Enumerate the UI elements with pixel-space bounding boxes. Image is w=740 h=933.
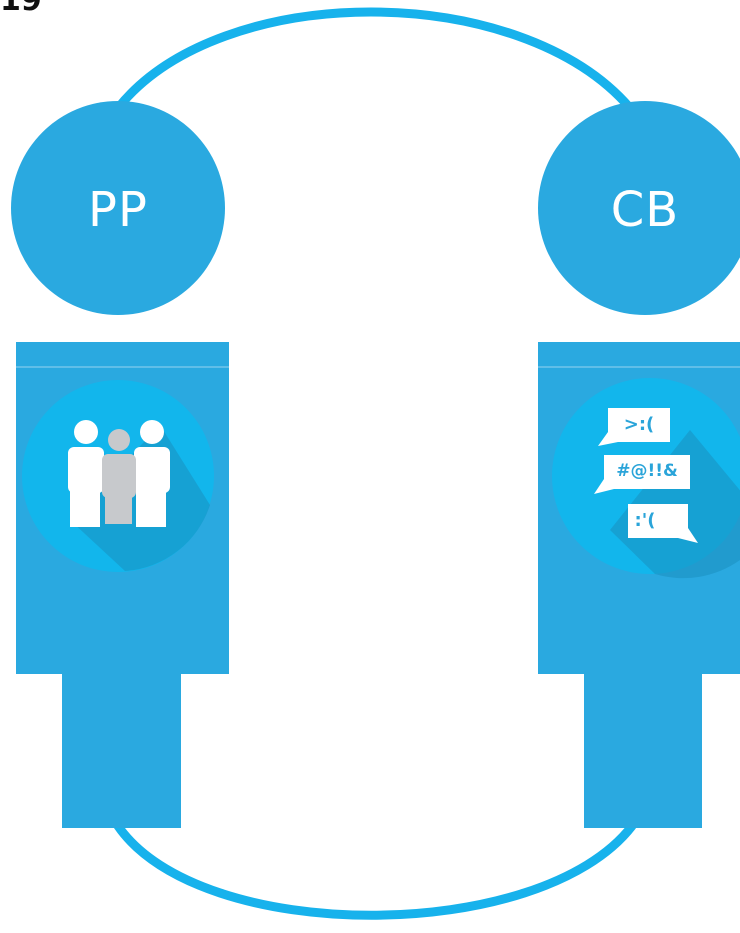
chat-bubble-3-text: :'( [634, 510, 656, 531]
chat-bubble-1-text: >:( [623, 414, 655, 435]
bottom-connector-arc [113, 821, 637, 920]
chat-bubble-2-text: #@!!& [616, 461, 678, 481]
right-head [538, 101, 740, 315]
chat-bubble-1 [608, 408, 670, 442]
people-group-icon [68, 420, 170, 527]
left-legs [62, 670, 181, 828]
chat-bubble-2 [604, 455, 690, 489]
left-figure-label: PP [88, 182, 148, 238]
right-legs [584, 670, 702, 828]
angry-chat-bubbles-icon [594, 408, 698, 543]
chat-bubble-3 [628, 504, 688, 538]
left-head [11, 101, 225, 315]
page-number: 19 [0, 0, 42, 18]
top-connector-arc [113, 7, 635, 113]
right-figure-label: CB [610, 182, 680, 238]
left-figure [11, 101, 229, 828]
right-figure [538, 101, 740, 828]
